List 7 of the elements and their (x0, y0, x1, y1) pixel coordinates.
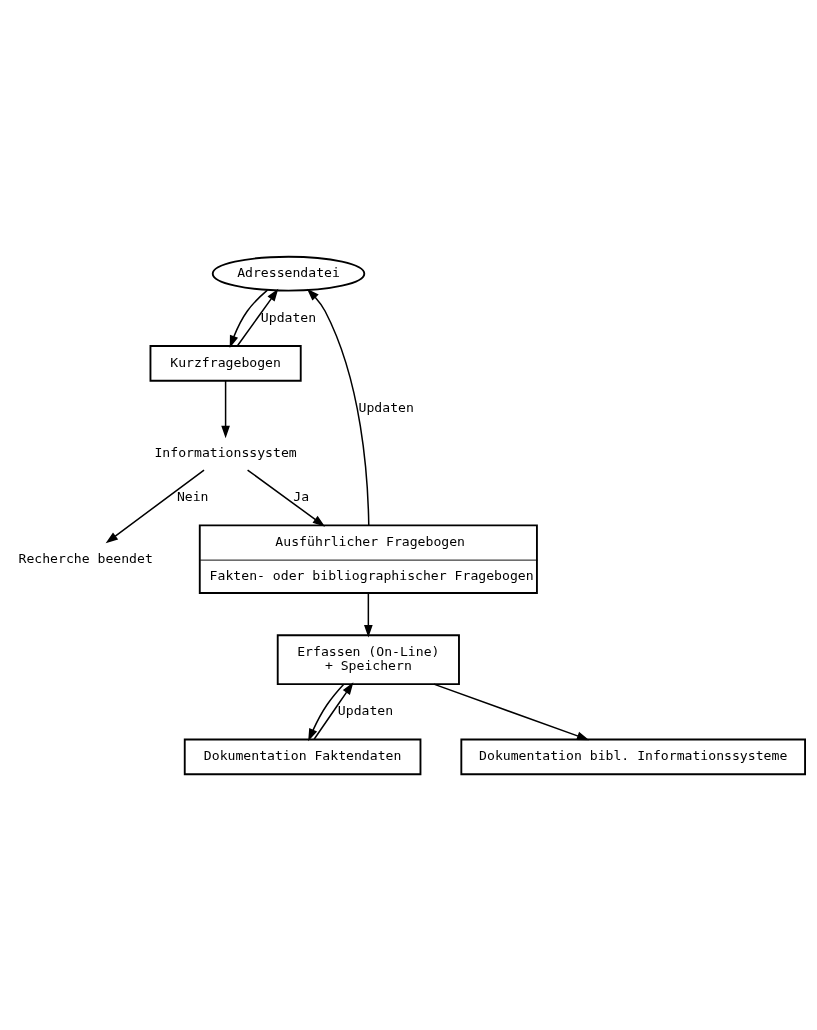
edge-label: Ja (293, 488, 310, 504)
node-text: Recherche beendet (18, 550, 153, 566)
edge-label: Updaten (260, 309, 317, 325)
edge-label: Nein (176, 488, 209, 504)
edge-label: Updaten (358, 399, 414, 415)
node-text: Informationssystem (154, 444, 297, 460)
edge-label: Updaten (337, 702, 394, 718)
